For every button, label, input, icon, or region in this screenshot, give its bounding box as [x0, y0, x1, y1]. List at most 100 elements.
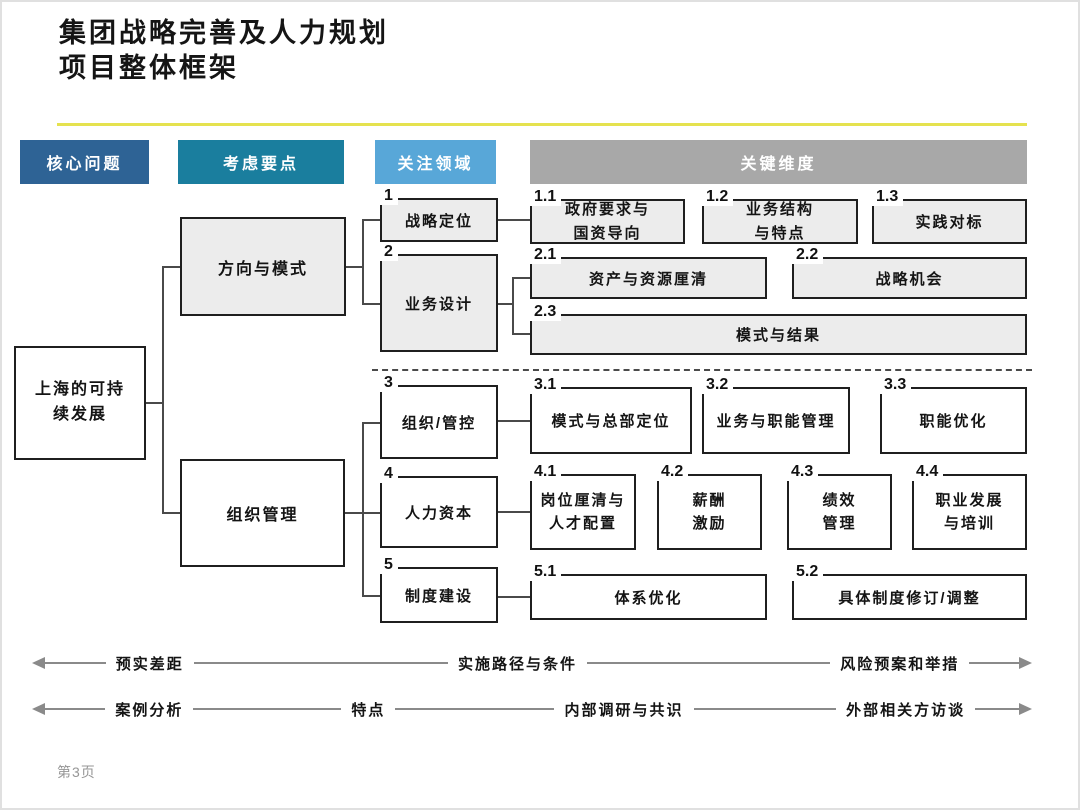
- dim-num-5-2: 5.2: [791, 562, 824, 582]
- arrow-label-characteristics: 特点: [351, 701, 386, 719]
- connector: [362, 303, 380, 305]
- dim-num-2-2: 2.2: [791, 245, 824, 265]
- dim-num-3-2: 3.2: [701, 375, 734, 395]
- arrow-label-gap-analysis: 预实差距: [115, 655, 184, 673]
- dim-box-1-3: 1.3 实践对标: [871, 187, 1027, 244]
- dim-label-4-4: 职业发展 与培训: [935, 491, 1004, 532]
- dim-box-5-2: 5.2 具体制度修订/调整: [791, 562, 1027, 620]
- header-key-dimensions: 关键维度: [530, 140, 1027, 184]
- dim-label-2-1: 资产与资源厘清: [588, 270, 708, 288]
- arrow-line: [45, 708, 106, 710]
- connector: [512, 333, 530, 335]
- arrow-line: [395, 708, 555, 710]
- connector: [498, 511, 530, 513]
- arrow-line: [45, 662, 106, 664]
- header-core-issue: 核心问题: [20, 140, 149, 184]
- dim-label-4-2: 薪酬 激励: [692, 491, 727, 532]
- arrow-right-icon: [1018, 703, 1032, 715]
- dim-num-5-1: 5.1: [529, 562, 562, 582]
- dim-num-1-1: 1.1: [529, 187, 562, 207]
- connector: [362, 512, 380, 514]
- dim-num-1-3: 1.3: [871, 187, 904, 207]
- dim-label-1-2: 业务结构 与特点: [745, 201, 814, 242]
- arrow-line: [193, 662, 449, 664]
- dim-num-2-1: 2.1: [529, 245, 562, 265]
- connector: [498, 420, 530, 422]
- dim-box-4-2: 4.2 薪酬 激励: [656, 462, 762, 550]
- focus-num-1: 1: [379, 186, 398, 206]
- page-title: 集团战略完善及人力规划 项目整体框架: [59, 16, 389, 85]
- dim-box-1-2: 1.2 业务结构 与特点: [701, 187, 858, 244]
- connector: [346, 266, 362, 268]
- connector: [362, 422, 380, 424]
- consideration-box-org-management: 组织管理: [180, 459, 345, 567]
- arrow-label-case-analysis: 案例分析: [115, 701, 184, 719]
- arrow-left-icon: [32, 657, 45, 669]
- focus-box-org-control: 3 组织/管控: [379, 373, 498, 459]
- dim-label-1-1: 政府要求与 国资导向: [564, 201, 650, 242]
- connector: [498, 303, 512, 305]
- dim-num-4-3: 4.3: [786, 462, 819, 482]
- dim-box-4-3: 4.3 绩效 管理: [786, 462, 892, 550]
- connector: [362, 595, 380, 597]
- page-title-line2: 项目整体框架: [59, 52, 239, 83]
- dim-box-5-1: 5.1 体系优化: [529, 562, 767, 620]
- dim-box-3-1: 3.1 模式与总部定位: [529, 375, 692, 454]
- dim-num-3-1: 3.1: [529, 375, 562, 395]
- dim-box-2-1: 2.1 资产与资源厘清: [529, 245, 767, 299]
- arrow-right-icon: [1019, 657, 1032, 669]
- arrow-line: [969, 662, 1019, 664]
- dim-label-5-1: 体系优化: [614, 589, 683, 607]
- arrow-label-external-interviews: 外部相关方访谈: [846, 701, 966, 719]
- connector: [498, 219, 530, 221]
- focus-box-business-design: 2 业务设计: [379, 242, 498, 352]
- dim-label-1-3: 实践对标: [915, 214, 984, 231]
- focus-label-4: 人力资本: [404, 504, 473, 522]
- focus-box-strategy-positioning: 1 战略定位: [379, 186, 498, 242]
- focus-num-2: 2: [379, 242, 398, 262]
- dim-label-2-3: 模式与结果: [735, 327, 821, 344]
- section-dashed-divider: [372, 369, 1032, 371]
- dim-num-1-2: 1.2: [701, 187, 734, 207]
- dim-label-5-2: 具体制度修订/调整: [838, 589, 981, 607]
- connector: [162, 266, 164, 513]
- dim-num-4-1: 4.1: [529, 462, 562, 482]
- focus-num-5: 5: [379, 555, 398, 575]
- connector: [498, 596, 530, 598]
- arrow-label-internal-research: 内部调研与共识: [564, 701, 684, 719]
- consideration-box-direction-mode: 方向与模式: [180, 217, 346, 316]
- connector: [345, 512, 362, 514]
- title-divider: [57, 123, 1027, 126]
- dim-box-2-2: 2.2 战略机会: [791, 245, 1027, 299]
- focus-label-3: 组织/管控: [401, 414, 477, 432]
- focus-box-system-building: 5 制度建设: [379, 555, 498, 623]
- arrow-line: [587, 662, 831, 664]
- dim-box-2-3: 2.3 模式与结果: [529, 302, 1027, 355]
- arrow-row-2: 案例分析 特点 内部调研与共识 外部相关方访谈: [32, 696, 1032, 722]
- focus-num-4: 4: [379, 464, 398, 484]
- connector: [362, 422, 364, 597]
- connector: [362, 219, 380, 221]
- arrow-label-risk-plan: 风险预案和举措: [840, 655, 960, 673]
- page-title-line1: 集团战略完善及人力规划: [59, 18, 389, 48]
- dim-box-3-2: 3.2 业务与职能管理: [701, 375, 850, 454]
- focus-label-2: 业务设计: [404, 295, 473, 313]
- header-considerations: 考虑要点: [178, 140, 344, 184]
- arrow-left-icon: [32, 703, 45, 715]
- dim-num-4-4: 4.4: [911, 462, 944, 482]
- connector: [162, 266, 180, 268]
- dim-label-4-1: 岗位厘清与 人才配置: [540, 491, 626, 532]
- arrow-line: [193, 708, 342, 710]
- core-issue-box: 上海的可持 续发展: [14, 346, 146, 460]
- dim-box-1-1: 1.1 政府要求与 国资导向: [529, 187, 685, 244]
- arrow-label-implementation-path: 实施路径与条件: [458, 655, 578, 673]
- arrow-row-1: 预实差距 实施路径与条件 风险预案和举措: [32, 650, 1032, 676]
- connector: [362, 219, 364, 305]
- page-number: 第3页: [57, 764, 96, 780]
- header-focus-areas: 关注领域: [375, 140, 496, 184]
- connector: [162, 512, 180, 514]
- dim-box-4-1: 4.1 岗位厘清与 人才配置: [529, 462, 636, 550]
- connector: [512, 277, 514, 335]
- dim-num-3-3: 3.3: [879, 375, 912, 395]
